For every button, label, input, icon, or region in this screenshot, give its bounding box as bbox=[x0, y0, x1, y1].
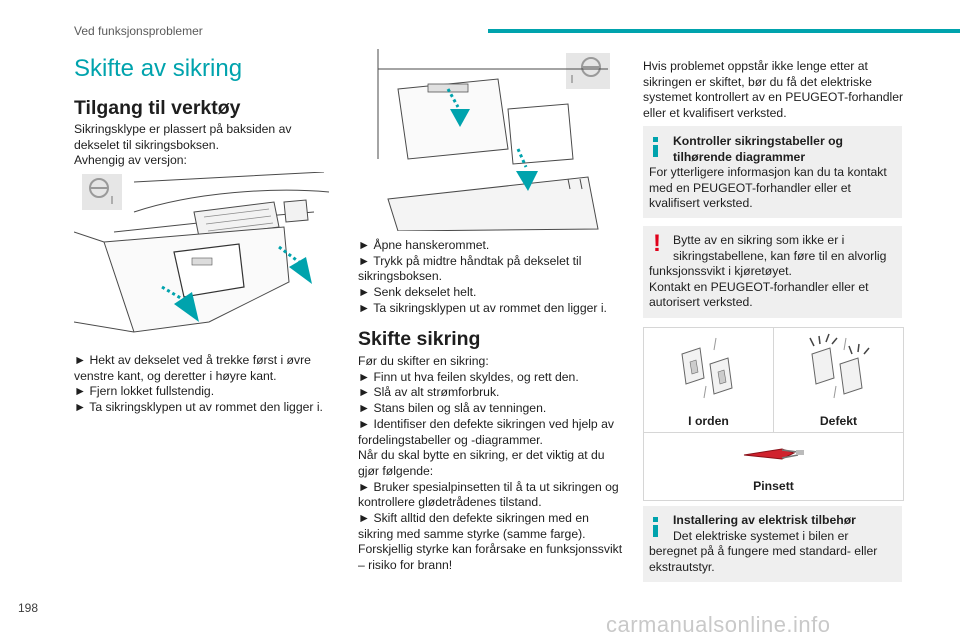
text-line: Avhengig av versjon: bbox=[74, 153, 187, 168]
text-line: med en PEUGEOT-forhandler eller et bbox=[649, 180, 851, 195]
fuse-defect-label: Defekt bbox=[819, 414, 858, 428]
running-header: Ved funksjonsproblemer bbox=[74, 24, 203, 38]
steps-version-1: ► Hekt av dekselet ved å trekke først i … bbox=[74, 353, 323, 416]
fuse-ok-label: I orden bbox=[688, 414, 729, 428]
watermark: carmanualsonline.info bbox=[606, 612, 831, 637]
text-line: ► Skift alltid den defekte sikringen med… bbox=[358, 511, 589, 526]
text-line: ► Slå av alt strømforbruk. bbox=[358, 385, 500, 400]
text-line: Det elektriske systemet i bilen er bbox=[673, 528, 849, 543]
text-line: systemet kontrollert av en PEUGEOT-forha… bbox=[643, 90, 904, 105]
warning-text-bottom: funksjonssvikt i kjøretøyet. Kontakt en … bbox=[649, 264, 868, 311]
replace-fuse-body: Før du skifter en sikring: ► Finn ut hva… bbox=[358, 354, 622, 574]
text-line: ► Stans bilen og slå av tenningen. bbox=[358, 401, 547, 416]
text-line: kontrollere glødetrådenes tilstand. bbox=[358, 495, 542, 510]
text-line: funksjonssvikt i kjøretøyet. bbox=[649, 264, 792, 278]
warning-text-top: Bytte av en sikring som ikke er i sikrin… bbox=[673, 233, 886, 264]
text-line: ► Ta sikringsklypen ut av rommet den lig… bbox=[74, 400, 323, 415]
info-box-fuse-tables: Kontroller sikringstabeller og tilhørend… bbox=[643, 126, 902, 218]
text-line: sikringstabellene, kan føre til en alvor… bbox=[673, 248, 887, 263]
heading-tool-access: Tilgang til verktøy bbox=[74, 97, 241, 119]
table-divider bbox=[773, 328, 774, 432]
text-line: sikringsboksen. bbox=[358, 269, 442, 284]
text-line: ► Senk dekselet helt. bbox=[358, 285, 477, 300]
fuse-condition-table: I orden Defekt Pinsett bbox=[643, 327, 904, 501]
text-line: Forskjellig styrke kan forårsake en funk… bbox=[358, 542, 623, 557]
info-icon bbox=[653, 517, 658, 522]
text-line: kvalifisert verksted. bbox=[649, 196, 753, 210]
info-icon-bar bbox=[653, 525, 658, 537]
page-number: 198 bbox=[18, 601, 39, 615]
text-line: ekstrautstyr. bbox=[649, 559, 715, 574]
illustration-glovebox-fuse-cover bbox=[358, 49, 620, 232]
text-line: gjør følgende: bbox=[358, 463, 434, 478]
info-icon-bar bbox=[653, 145, 658, 157]
text-line: – risiko for brann! bbox=[358, 558, 453, 573]
text-line: venstre kant, og deretter i høyre kant. bbox=[74, 368, 277, 383]
text-line: tilhørende diagrammer bbox=[673, 149, 806, 164]
text-line: dekselet til sikringsboksen. bbox=[74, 137, 219, 152]
info-body: beregnet på å fungere med standard- elle… bbox=[649, 544, 877, 575]
text-line: Kontroller sikringstabeller og bbox=[673, 134, 843, 148]
text-line: ► Åpne hanskerommet. bbox=[358, 238, 490, 252]
text-line: beregnet på å fungere med standard- elle… bbox=[649, 544, 878, 558]
tweezers-cell: Pinsett bbox=[644, 433, 903, 500]
text-line: For ytterligere informasjon kan du ta ko… bbox=[649, 165, 887, 179]
steps-version-2: ► Åpne hanskerommet. ► Trykk på midtre h… bbox=[358, 238, 607, 317]
info-title: Kontroller sikringstabeller og tilhørend… bbox=[673, 134, 843, 165]
fuse-defect-cell: Defekt bbox=[774, 328, 903, 432]
text-line: ► Fjern lokket fullstendig. bbox=[74, 384, 215, 399]
text-line: ► Bruker spesialpinsetten til å ta ut si… bbox=[358, 479, 619, 494]
text-line: ► Hekt av dekselet ved å trekke først i … bbox=[74, 353, 311, 367]
tweezers-label: Pinsett bbox=[753, 479, 794, 493]
text-line: Bytte av en sikring som ikke er i bbox=[673, 233, 845, 247]
table-divider bbox=[644, 432, 903, 433]
text-line: sikringen er skiftet, bør du få det elek… bbox=[643, 74, 872, 89]
fuse-defect-icon bbox=[809, 333, 870, 399]
fuse-ok-icon bbox=[681, 337, 733, 399]
header-rule bbox=[488, 29, 960, 33]
text-line: ► Finn ut hva feilen skyldes, og rett de… bbox=[358, 369, 579, 384]
fuse-ok-cell: I orden bbox=[644, 328, 773, 432]
text-line: Sikringsklype er plassert på baksiden av bbox=[74, 122, 292, 136]
text-line: Før du skifter en sikring: bbox=[358, 354, 489, 368]
text-line: sikring med samme styrke (samme farge). bbox=[358, 526, 586, 541]
warning-icon: ! bbox=[653, 230, 661, 257]
info-icon bbox=[653, 137, 658, 142]
text-line: Kontakt en PEUGEOT-forhandler eller et bbox=[649, 279, 869, 294]
warning-box: ! Bytte av en sikring som ikke er i sikr… bbox=[643, 226, 902, 318]
column3-intro: Hvis problemet oppstår ikke lenge etter … bbox=[643, 59, 903, 122]
text-line: Installering av elektrisk tilbehør bbox=[673, 513, 856, 527]
text-line: eller et kvalifisert verksted. bbox=[643, 106, 787, 121]
text-line: Når du skal bytte en sikring, er det vik… bbox=[358, 448, 605, 463]
info-box-accessories: Installering av elektrisk tilbehør Det e… bbox=[643, 506, 902, 582]
text-line: ► Trykk på midtre håndtak på dekselet ti… bbox=[358, 253, 582, 268]
text-line: autorisert verksted. bbox=[649, 295, 753, 309]
text-line: ► Ta sikringsklypen ut av rommet den lig… bbox=[358, 300, 607, 315]
text-line: Hvis problemet oppstår ikke lenge etter … bbox=[643, 59, 868, 73]
tweezers-icon bbox=[743, 448, 804, 460]
text-line: fordelingstabeller og -diagrammer. bbox=[358, 432, 543, 447]
info-body: For ytterligere informasjon kan du ta ko… bbox=[649, 165, 887, 212]
page-title: Skifte av sikring bbox=[74, 55, 243, 82]
info-title: Installering av elektrisk tilbehør Det e… bbox=[673, 513, 856, 544]
illustration-dashboard-fuse-cover bbox=[73, 171, 336, 340]
heading-replace-fuse: Skifte sikring bbox=[358, 328, 481, 350]
intro-paragraph: Sikringsklype er plassert på baksiden av… bbox=[74, 122, 291, 169]
text-line: ► Identifiser den defekte sikringen ved … bbox=[358, 416, 614, 431]
